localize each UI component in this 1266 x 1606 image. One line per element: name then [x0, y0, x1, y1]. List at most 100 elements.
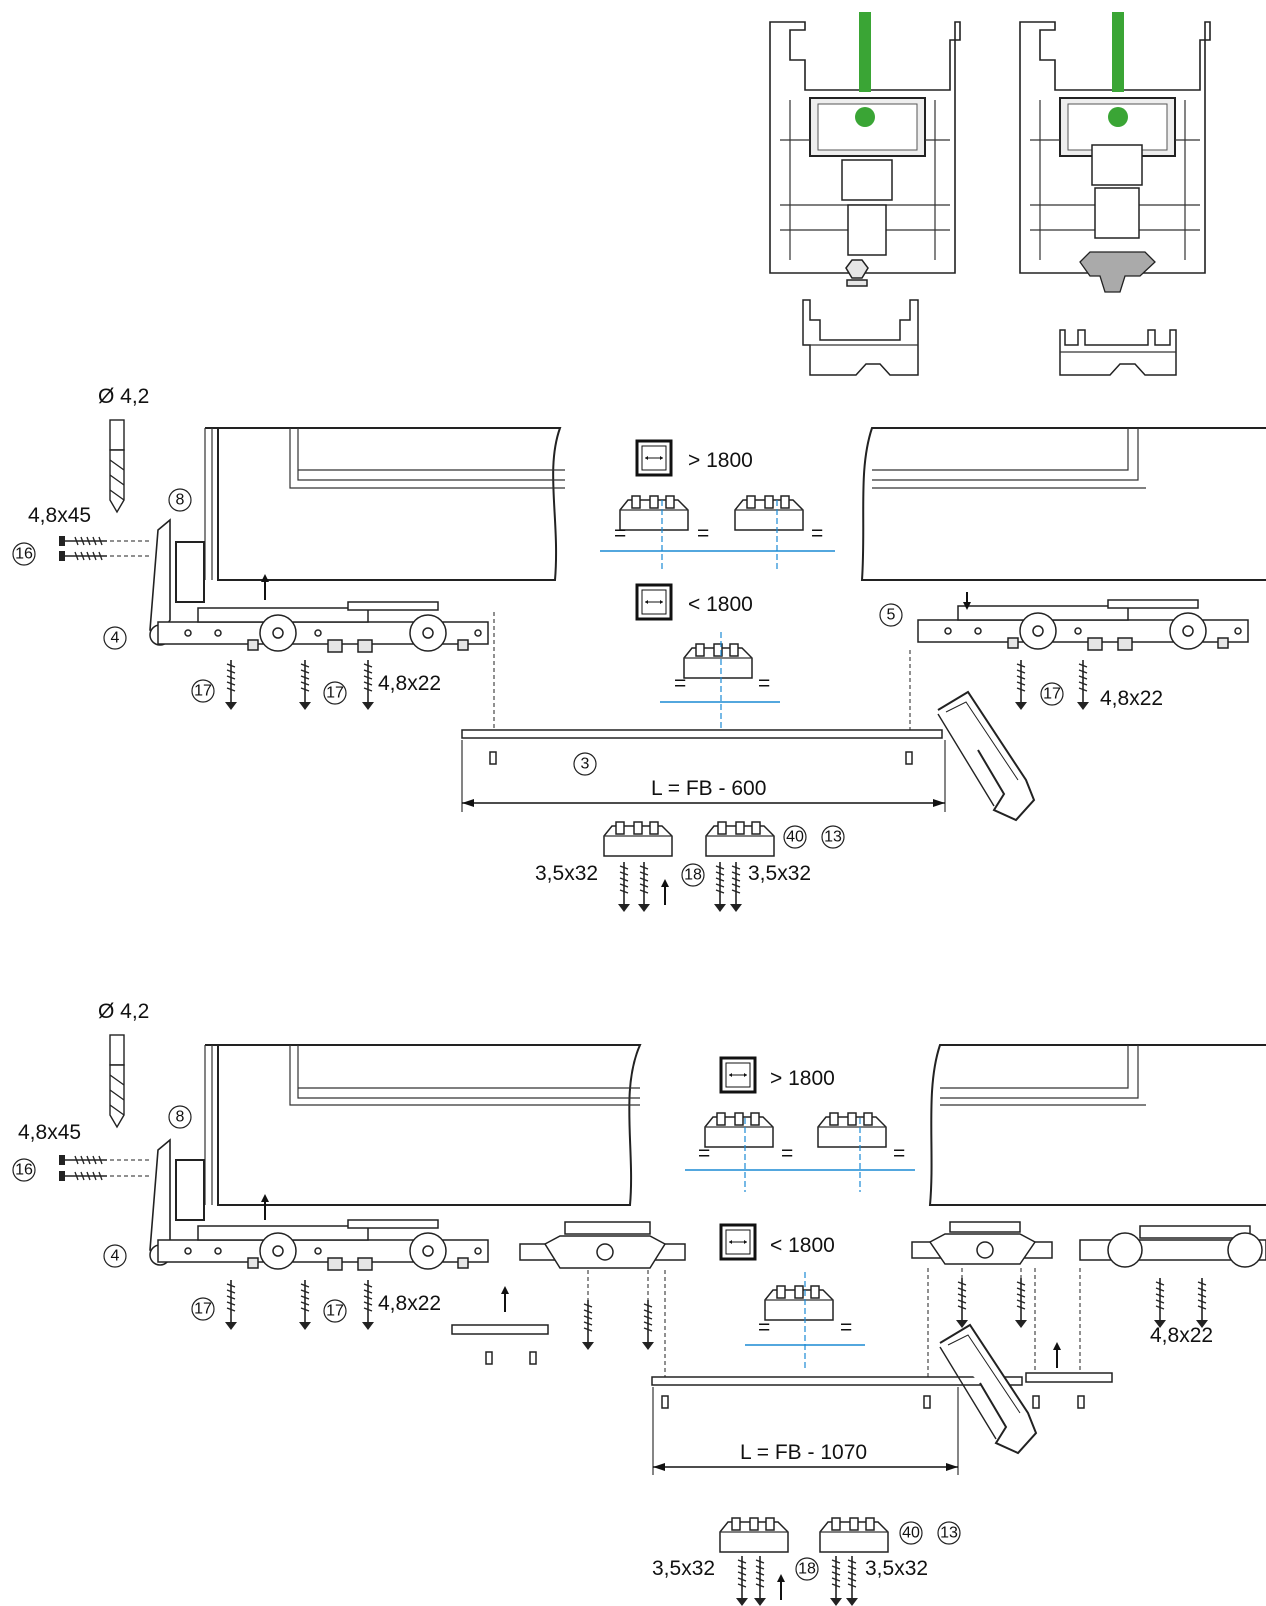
- callout-17: 17: [323, 1299, 347, 1323]
- centering-block: [619, 495, 689, 531]
- screw-icon: [58, 1154, 150, 1182]
- track-rail: [651, 1268, 1081, 1409]
- sash-width-icon: [635, 439, 673, 477]
- sash-width-icon: [635, 583, 673, 621]
- sash-frame-right: [928, 1044, 1266, 1206]
- callout-8: 8: [168, 488, 192, 512]
- callout-18: 18: [795, 1557, 819, 1581]
- sash-frame-left: [204, 427, 565, 581]
- intermediate-carriage: [519, 1221, 686, 1269]
- lt1800-label: < 1800: [688, 593, 753, 616]
- callout-13: 13: [937, 1521, 961, 1545]
- connector-plate: [1025, 1372, 1113, 1409]
- equal-mark: =: [893, 1142, 905, 1165]
- callout-8: 8: [168, 1105, 192, 1129]
- svg-text:18: 18: [798, 1561, 816, 1578]
- centering-block: [719, 1517, 789, 1553]
- screw-4845-label: 4,8x45: [18, 1121, 81, 1144]
- svg-text:18: 18: [684, 867, 702, 884]
- gt1800-label: > 1800: [688, 449, 753, 472]
- callout-17: 17: [1040, 682, 1064, 706]
- callout-4: 4: [103, 626, 127, 650]
- screw-4822-label-right: 4,8x22: [1100, 687, 1163, 710]
- length-formula: L = FB - 600: [651, 777, 766, 800]
- svg-text:13: 13: [940, 1525, 958, 1542]
- screw-icon: [58, 535, 150, 562]
- equal-mark: =: [758, 672, 770, 695]
- svg-text:17: 17: [194, 683, 212, 700]
- down-arrow-icon: [963, 592, 971, 610]
- equal-mark: =: [698, 1142, 710, 1165]
- lt1800-label: < 1800: [770, 1234, 835, 1257]
- centering-block: [764, 1285, 834, 1321]
- svg-text:8: 8: [176, 492, 185, 509]
- svg-text:4: 4: [111, 630, 120, 647]
- svg-text:17: 17: [326, 1303, 344, 1320]
- centering-block: [819, 1517, 889, 1553]
- equal-mark: =: [840, 1316, 852, 1339]
- screw-4845-label: 4,8x45: [28, 504, 91, 527]
- svg-text:5: 5: [887, 607, 896, 624]
- length-dimension: [652, 1387, 959, 1475]
- callout-40: 40: [783, 825, 807, 849]
- callout-17: 17: [191, 1297, 215, 1321]
- svg-text:3: 3: [581, 756, 590, 773]
- svg-text:16: 16: [15, 546, 33, 563]
- centering-block: [683, 643, 753, 679]
- svg-text:40: 40: [902, 1525, 920, 1542]
- svg-text:16: 16: [15, 1162, 33, 1179]
- equal-mark: =: [674, 672, 686, 695]
- svg-text:8: 8: [176, 1109, 185, 1126]
- svg-text:4: 4: [111, 1248, 120, 1265]
- up-arrow-icon: [776, 1573, 786, 1601]
- callout-16: 16: [12, 542, 36, 566]
- callout-18: 18: [681, 863, 705, 887]
- svg-text:17: 17: [1043, 686, 1061, 703]
- centering-block: [817, 1112, 887, 1148]
- callout-40: 40: [899, 1521, 923, 1545]
- hacksaw-icon: [937, 691, 1035, 821]
- sash-frame-left: [204, 1044, 642, 1206]
- up-arrow-icon: [260, 1193, 270, 1221]
- equal-mark: =: [781, 1142, 793, 1165]
- screw-4822-label: 4,8x22: [378, 1292, 441, 1315]
- track-rail: [461, 612, 943, 765]
- callout-13: 13: [821, 825, 845, 849]
- sash-width-icon: [719, 1056, 757, 1094]
- svg-text:17: 17: [194, 1301, 212, 1318]
- equal-mark: =: [758, 1316, 770, 1339]
- profile-section-left: [769, 21, 961, 287]
- spacer-block-large: [802, 299, 919, 376]
- up-arrow-icon: [500, 1285, 510, 1313]
- svg-text:40: 40: [786, 829, 804, 846]
- centering-block: [705, 821, 775, 857]
- intermediate-carriage: [911, 1221, 1053, 1265]
- carriage-right-partial: [1079, 1225, 1266, 1268]
- screw-4822-label-right: 4,8x22: [1150, 1324, 1213, 1347]
- carriage-left: [157, 601, 489, 653]
- sash-frame-right: [860, 427, 1266, 581]
- drill-bit-icon: [109, 1034, 125, 1129]
- connector-plate: [451, 1324, 549, 1365]
- drill-diameter-label: Ø 4,2: [98, 385, 149, 408]
- callout-17: 17: [323, 681, 347, 705]
- centering-block: [704, 1112, 774, 1148]
- screw-4822-label: 4,8x22: [378, 672, 441, 695]
- centering-block: [603, 821, 673, 857]
- equal-mark: =: [811, 522, 823, 545]
- spacer-block-small: [1059, 329, 1177, 376]
- centering-block: [734, 495, 804, 531]
- screw-3532-label: 3,5x32: [652, 1557, 715, 1580]
- hacksaw-icon: [939, 1324, 1037, 1454]
- callout-5: 5: [879, 603, 903, 627]
- svg-text:17: 17: [326, 685, 344, 702]
- gt1800-label: > 1800: [770, 1067, 835, 1090]
- screw-3532-label: 3,5x32: [535, 862, 598, 885]
- up-arrow-icon: [260, 573, 270, 601]
- sash-width-icon: [719, 1223, 757, 1261]
- screw-3532-label: 3,5x32: [748, 862, 811, 885]
- callout-17: 17: [191, 679, 215, 703]
- screw-3532-label: 3,5x32: [865, 1557, 928, 1580]
- svg-text:13: 13: [824, 829, 842, 846]
